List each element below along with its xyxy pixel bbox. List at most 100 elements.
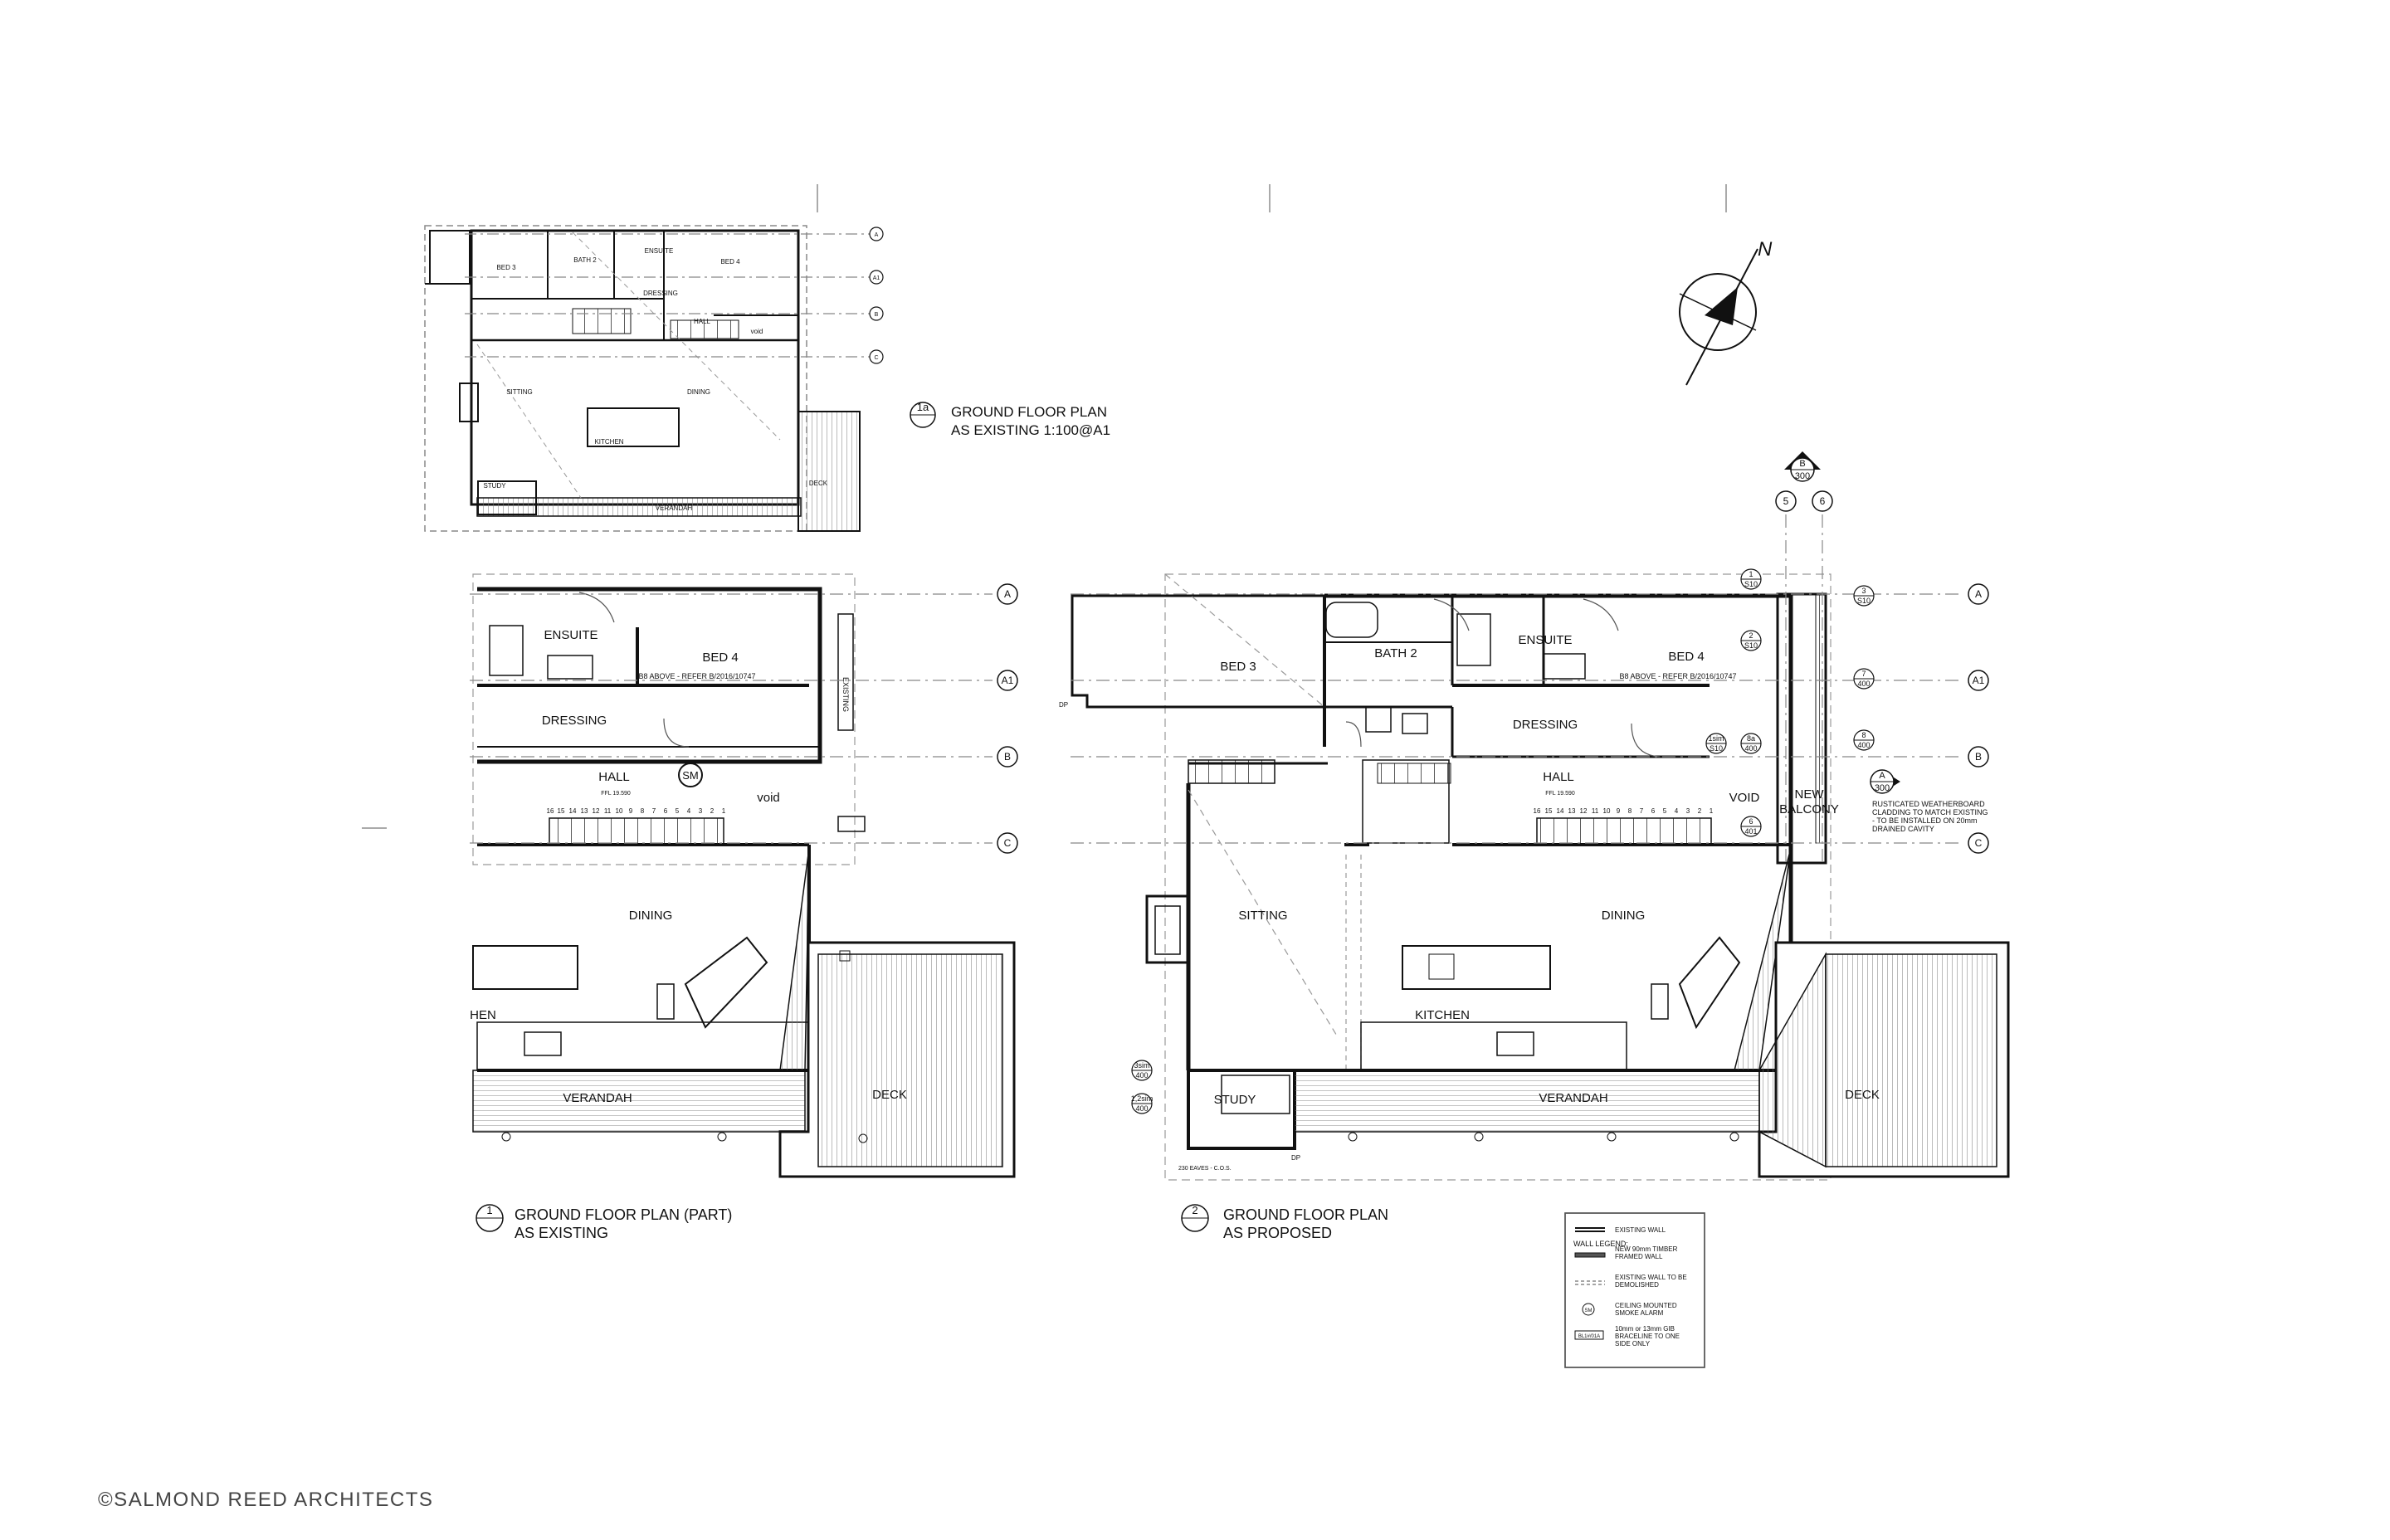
weatherboard-note-4: DRAINED CAVITY — [1872, 825, 1934, 833]
grid-c-proposed: C — [1975, 837, 1983, 849]
room-kitchen-small: KITCHEN — [594, 438, 623, 446]
bb-note-existing: B8 ABOVE - REFER B/2016/10747 — [638, 672, 755, 680]
drawing-number-2: 2 — [1192, 1204, 1197, 1216]
detail-tags: 1 S10 2 S10 1sim S10 8a 400 3 S10 7 400 … — [1131, 568, 1875, 1114]
north-label: N — [1758, 238, 1773, 261]
tag-8-bottom: 401 — [1744, 827, 1757, 836]
new-balcony-line1: NEW — [1795, 787, 1825, 802]
room-void-proposed: VOID — [1729, 791, 1760, 805]
room-deck-small: DECK — [809, 480, 828, 487]
tag-4-bottom: 400 — [1744, 744, 1757, 753]
room-sitting-proposed: SITTING — [1238, 909, 1287, 923]
new-balcony-line2: BALCONY — [1779, 802, 1839, 816]
grid-b-small: B — [875, 312, 879, 318]
svg-text:9: 9 — [1617, 807, 1621, 815]
svg-text:14: 14 — [1557, 807, 1564, 815]
title-block-1a: 1a GROUND FLOOR PLAN AS EXISTING 1:100@A… — [910, 401, 1110, 438]
legend-item-4a: CEILING MOUNTED — [1615, 1302, 1677, 1309]
grid-a1-proposed: A1 — [1973, 675, 1985, 686]
drawing-subtitle-1a: AS EXISTING 1:100@A1 — [951, 422, 1110, 438]
smoke-alarm-existing: SM — [682, 769, 699, 782]
svg-text:12: 12 — [1580, 807, 1588, 815]
svg-text:5: 5 — [1663, 807, 1667, 815]
svg-text:9: 9 — [629, 807, 633, 815]
svg-text:SM: SM — [1585, 1309, 1593, 1313]
tag-9-bottom: 400 — [1135, 1071, 1148, 1079]
sheet-ticks — [362, 184, 1727, 829]
section-b-ref: 300 — [1795, 471, 1810, 481]
section-a-ref: 300 — [1875, 783, 1890, 793]
legend-item-3b: DEMOLISHED — [1615, 1281, 1659, 1289]
room-deck-proposed: DECK — [1845, 1088, 1880, 1102]
grid-a-small: A — [875, 232, 879, 238]
ffl-existing: FFL 19.590 — [601, 791, 631, 797]
copyright-text: ©SALMOND REED ARCHITECTS — [98, 1489, 434, 1511]
room-bath2-proposed: BATH 2 — [1374, 646, 1417, 660]
room-bed4-small: BED 4 — [720, 258, 740, 266]
room-verandah-proposed: VERANDAH — [1539, 1091, 1607, 1105]
tag-1-bottom: S10 — [1744, 580, 1758, 588]
legend-braceline-icon: BL1#/01A — [1574, 1330, 1604, 1340]
room-bed4-existing: BED 4 — [702, 651, 738, 665]
svg-text:10: 10 — [1603, 807, 1611, 815]
dp-label-1: DP — [1059, 701, 1068, 709]
tag-7-top: 8 — [1861, 731, 1866, 739]
title-block-1: 1 GROUND FLOOR PLAN (PART) AS EXISTING — [476, 1204, 732, 1241]
room-kitchen-existing: HEN — [470, 1008, 496, 1022]
room-dining-proposed: DINING — [1602, 909, 1646, 923]
existing-label: EXISTING — [841, 677, 850, 712]
legend-item-5b: BRACELINE TO ONE — [1615, 1333, 1680, 1340]
grid-a-proposed: A — [1975, 588, 1982, 600]
tag-4-top: 8a — [1747, 734, 1755, 743]
dp-label-2: DP — [1291, 1154, 1300, 1162]
drawing-title-1a: GROUND FLOOR PLAN — [951, 404, 1107, 420]
room-bed4-proposed: BED 4 — [1668, 650, 1704, 664]
legend-existing-wall-icon — [1575, 1227, 1605, 1232]
tag-7-bottom: 400 — [1857, 741, 1870, 749]
svg-text:10: 10 — [616, 807, 623, 815]
tag-1-top: 1 — [1749, 570, 1753, 578]
legend-item-4b: SMOKE ALARM — [1615, 1309, 1664, 1317]
legend-item-3a: EXISTING WALL TO BE — [1615, 1274, 1687, 1281]
svg-text:4: 4 — [1675, 807, 1679, 815]
room-bed3-small: BED 3 — [496, 264, 516, 271]
svg-text:14: 14 — [569, 807, 577, 815]
tag-2-bottom: S10 — [1744, 641, 1758, 650]
svg-text:6: 6 — [664, 807, 668, 815]
grid-a-existing: A — [1004, 588, 1011, 600]
svg-text:12: 12 — [593, 807, 600, 815]
svg-text:8: 8 — [641, 807, 645, 815]
legend-item-5c: SIDE ONLY — [1615, 1340, 1651, 1348]
wall-legend: WALL LEGEND: SM BL1#/01A EXISTING WALL N… — [1564, 1212, 1705, 1368]
room-dressing-proposed: DRESSING — [1513, 718, 1578, 732]
tag-6-top: 7 — [1861, 670, 1866, 678]
title-block-2: 2 GROUND FLOOR PLAN AS PROPOSED — [1181, 1204, 1388, 1241]
legend-item-2b: FRAMED WALL — [1615, 1253, 1663, 1260]
room-kitchen-proposed: KITCHEN — [1415, 1008, 1470, 1022]
section-a-letter: A — [1879, 771, 1885, 781]
svg-text:7: 7 — [1640, 807, 1644, 815]
svg-text:1: 1 — [1710, 807, 1714, 815]
svg-text:15: 15 — [1545, 807, 1553, 815]
tag-2-top: 2 — [1749, 631, 1753, 640]
room-dressing-small: DRESSING — [643, 290, 678, 297]
legend-item-5a: 10mm or 13mm GIB — [1615, 1325, 1675, 1333]
legend-demolished-wall-icon — [1575, 1280, 1605, 1285]
grid-a1-existing: A1 — [1002, 675, 1014, 686]
grid-5-proposed: 5 — [1783, 495, 1789, 507]
room-ensuite-proposed: ENSUITE — [1518, 633, 1572, 647]
svg-text:BL1#/01A: BL1#/01A — [1578, 1334, 1600, 1339]
drawing-number-1a: 1a — [917, 401, 929, 413]
svg-text:4: 4 — [687, 807, 691, 815]
room-study-proposed: STUDY — [1214, 1093, 1256, 1107]
grid-b-existing: B — [1004, 751, 1011, 763]
drawing-title-2: GROUND FLOOR PLAN — [1223, 1206, 1388, 1223]
svg-text:2: 2 — [1698, 807, 1702, 815]
north-arrow: N — [1679, 238, 1773, 386]
tag-3-bottom: S10 — [1710, 744, 1723, 753]
room-void-existing: void — [757, 791, 780, 805]
svg-text:3: 3 — [1686, 807, 1690, 815]
room-deck-existing: DECK — [872, 1088, 907, 1102]
room-hall-small: HALL — [694, 318, 711, 325]
